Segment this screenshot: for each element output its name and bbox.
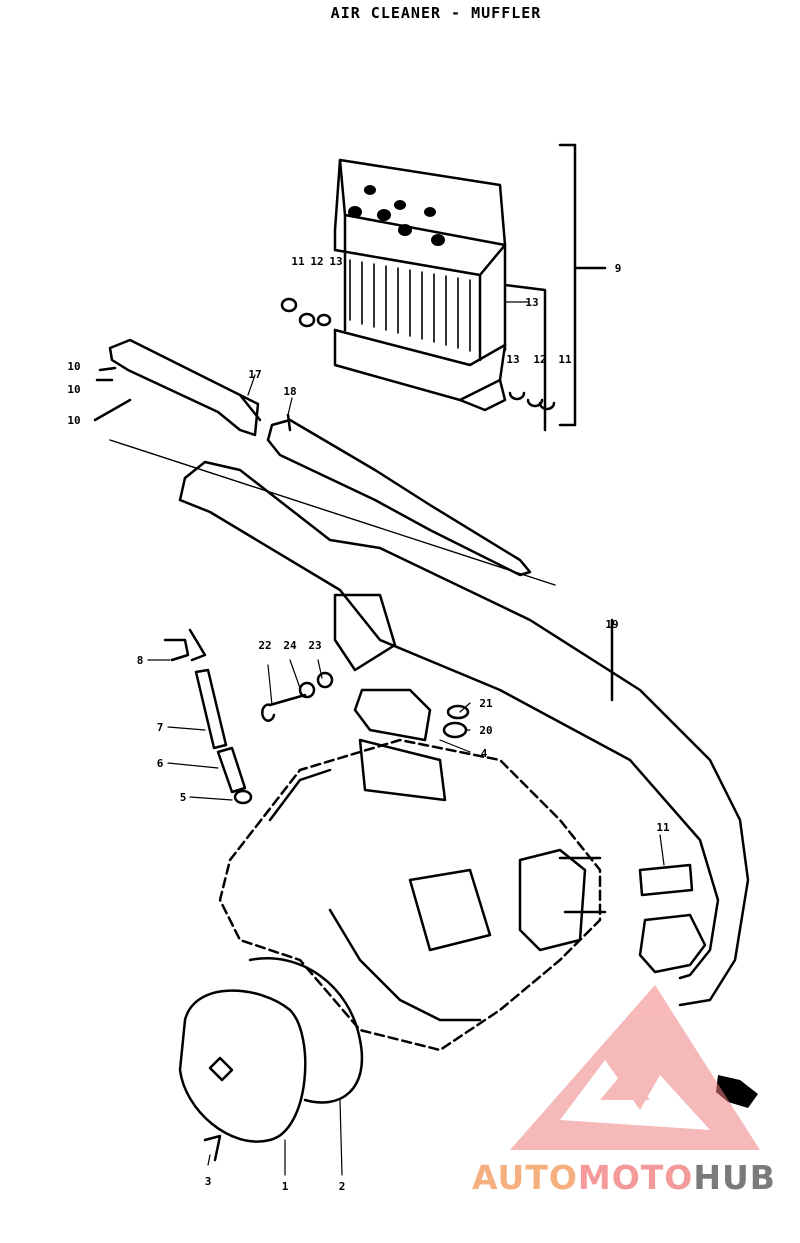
callout-8: 8 bbox=[137, 654, 144, 667]
callout-10-a: 10 bbox=[67, 360, 80, 373]
callout-20: 20 bbox=[479, 724, 492, 737]
air-cleaner-box bbox=[280, 143, 607, 432]
watermark-hub: HUB bbox=[693, 1158, 776, 1197]
callout-18: 18 bbox=[283, 385, 296, 398]
callout-9: 9 bbox=[615, 262, 622, 275]
callout-13-mid: 13 bbox=[525, 296, 538, 309]
callout-17: 17 bbox=[248, 368, 261, 381]
callout-4: 4 bbox=[481, 747, 488, 760]
callout-24: 24 bbox=[283, 639, 297, 652]
watermark-moto: MOTO bbox=[577, 1158, 694, 1197]
watermark-auto: AUTO bbox=[472, 1158, 578, 1197]
leader-lines bbox=[147, 301, 665, 1176]
callout-7: 7 bbox=[157, 721, 164, 734]
callout-1: 1 bbox=[282, 1180, 289, 1193]
callout-10-c: 10 bbox=[67, 414, 80, 427]
engine-housing bbox=[218, 688, 607, 1052]
callout-13-top: 13 bbox=[329, 255, 342, 268]
callout-23: 23 bbox=[308, 639, 321, 652]
side-cover-1 bbox=[178, 957, 364, 1143]
callout-19: 19 bbox=[605, 618, 618, 631]
callout-2: 2 bbox=[339, 1180, 346, 1193]
callout-12-top: 12 bbox=[310, 255, 323, 268]
callout-22: 22 bbox=[258, 639, 271, 652]
callout-labels: 9 11 12 13 13 13 12 11 10 10 10 17 18 19… bbox=[67, 255, 670, 1193]
baffle-pipe-18 bbox=[109, 413, 556, 586]
watermark-text: AUTOMOTOHUB bbox=[472, 1158, 776, 1197]
callout-6: 6 bbox=[157, 757, 164, 770]
callout-12-bottom: 12 bbox=[533, 353, 546, 366]
tail-pipe-17 bbox=[93, 338, 262, 437]
callout-11-bottom: 11 bbox=[558, 353, 572, 366]
callout-13-bottom: 13 bbox=[506, 353, 519, 366]
callout-10-b: 10 bbox=[67, 383, 80, 396]
callout-5: 5 bbox=[180, 791, 187, 804]
callout-3: 3 bbox=[205, 1175, 212, 1188]
callout-21: 21 bbox=[479, 697, 493, 710]
muffler-19 bbox=[178, 460, 750, 1007]
callout-11-right: 11 bbox=[656, 821, 670, 834]
callout-11-top: 11 bbox=[291, 255, 305, 268]
small-parts bbox=[163, 628, 470, 1162]
diagram-title: AIR CLEANER - MUFFLER bbox=[330, 4, 542, 22]
watermark-logo bbox=[510, 985, 760, 1150]
